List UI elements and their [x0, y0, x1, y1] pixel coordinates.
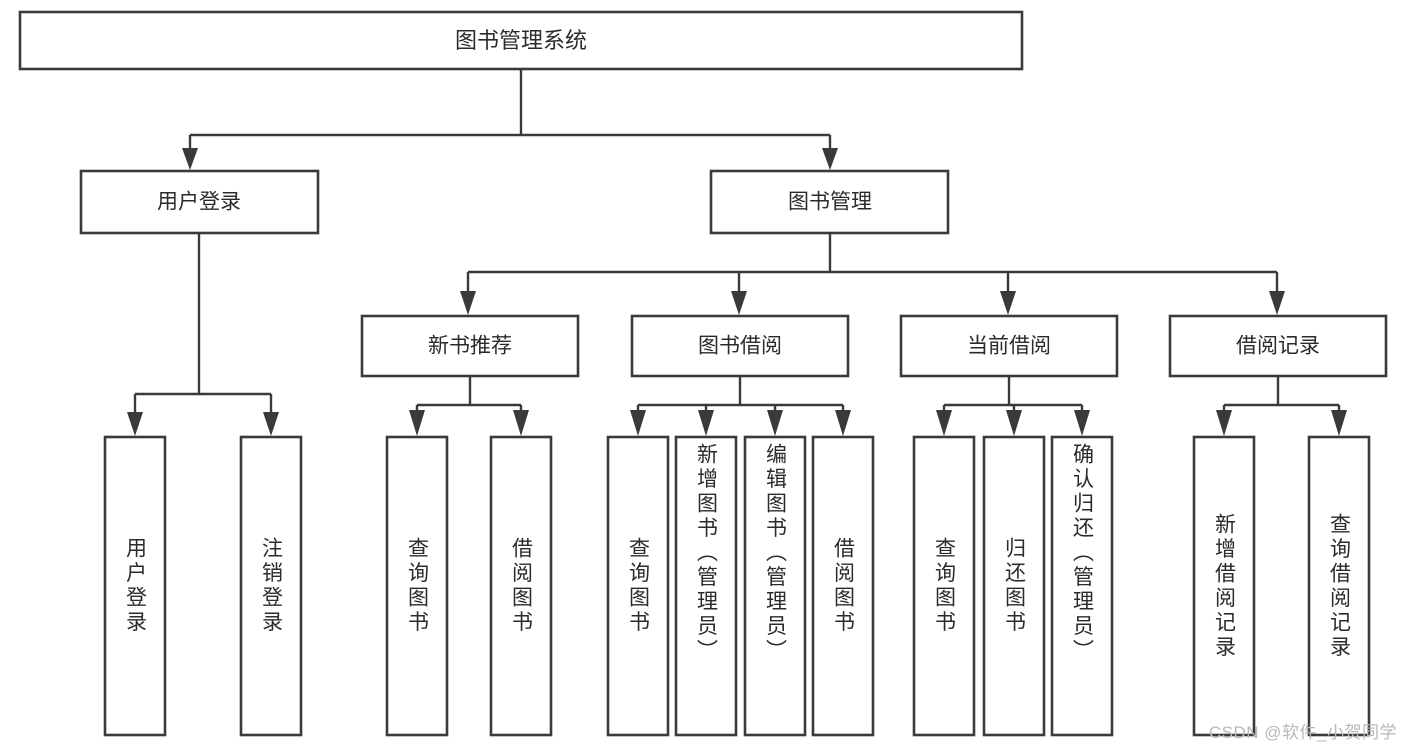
leaf-box-br-query-record[interactable] [1307, 435, 1371, 737]
leaf-boxes-new-book-recommend [385, 435, 553, 737]
connector-group-book-borrow [630, 376, 851, 436]
csdn-watermark: CSDN @软件_小贺同学 [1208, 723, 1397, 742]
node-book-manage-box[interactable] [709, 169, 950, 235]
arrow-head-user-login [182, 148, 198, 170]
leaf-box-nb-borrow-book[interactable] [489, 435, 553, 737]
node-user-login[interactable]: 用户登录 [79, 169, 320, 235]
node-borrow-record-box[interactable] [1168, 314, 1388, 378]
leaf-box-logout[interactable] [239, 435, 303, 737]
leaf-box-nb-query-book[interactable] [385, 435, 449, 737]
arrow-head-book-borrow [731, 291, 747, 315]
connector-group-book-manage [460, 233, 1285, 315]
leaf-box-bb-add-book[interactable] [674, 435, 738, 737]
arrow-head-current-borrow [1000, 291, 1016, 315]
leaf-boxes-user-login [103, 435, 303, 737]
leaf-box-bb-edit-book[interactable] [743, 435, 807, 737]
leaf-boxes-borrow-record [1192, 435, 1371, 737]
arrow-head-bb-leaf-2 [698, 410, 714, 436]
node-new-book-recommend[interactable]: 新书推荐 [360, 314, 580, 378]
node-book-borrow[interactable]: 图书借阅 [630, 314, 850, 378]
node-new-book-recommend-box[interactable] [360, 314, 580, 378]
node-root-box[interactable] [18, 10, 1024, 71]
node-current-borrow-label: 当前借阅 [967, 335, 1051, 358]
leaf-box-cb-return-book[interactable] [982, 435, 1046, 737]
node-root[interactable]: 图书管理系统 [18, 10, 1024, 71]
leaf-box-bb-borrow-book[interactable] [811, 435, 875, 737]
connector-group-borrow-record [1216, 376, 1347, 436]
leaf-box-cb-query-book[interactable] [912, 435, 976, 737]
leaf-box-bb-query-book[interactable] [606, 435, 670, 737]
leaf-box-br-add-record[interactable] [1192, 435, 1256, 737]
arrow-head-nb-leaf-2 [513, 410, 529, 436]
arrow-head-new-book [460, 291, 476, 315]
node-book-borrow-label: 图书借阅 [698, 335, 782, 358]
node-book-manage-label: 图书管理 [788, 191, 872, 214]
connector-group-new-book [409, 376, 529, 436]
node-book-borrow-box[interactable] [630, 314, 850, 378]
connector-group-user-login [127, 233, 279, 436]
node-user-login-box[interactable] [79, 169, 320, 235]
arrow-head-cb-leaf-1 [936, 410, 952, 436]
connector-group-root [182, 69, 838, 170]
arrow-head-leaf-user-login [127, 412, 143, 436]
arrow-head-br-leaf-2 [1331, 410, 1347, 436]
arrow-head-nb-leaf-1 [409, 410, 425, 436]
arrow-head-leaf-logout [263, 412, 279, 436]
arrow-head-book-manage [822, 148, 838, 170]
leaf-boxes-book-borrow [606, 435, 875, 737]
node-new-book-recommend-label: 新书推荐 [428, 335, 512, 358]
arrow-head-borrow-record [1269, 291, 1285, 315]
arrow-head-bb-leaf-1 [630, 410, 646, 436]
node-current-borrow-box[interactable] [899, 314, 1119, 378]
connector-group-current-borrow [936, 376, 1090, 436]
arrow-head-cb-leaf-3 [1074, 410, 1090, 436]
arrow-head-cb-leaf-2 [1006, 410, 1022, 436]
arrow-head-bb-leaf-4 [835, 410, 851, 436]
node-borrow-record-label: 借阅记录 [1236, 335, 1320, 358]
leaf-box-cb-confirm-return[interactable] [1050, 435, 1114, 737]
leaf-boxes-current-borrow [912, 435, 1114, 737]
node-borrow-record[interactable]: 借阅记录 [1168, 314, 1388, 378]
node-user-login-label: 用户登录 [157, 191, 241, 214]
leaf-box-user-login[interactable] [103, 435, 167, 737]
node-root-label: 图书管理系统 [455, 28, 587, 53]
node-current-borrow[interactable]: 当前借阅 [899, 314, 1119, 378]
arrow-head-bb-leaf-3 [767, 410, 783, 436]
node-book-manage[interactable]: 图书管理 [709, 169, 950, 235]
arrow-head-br-leaf-1 [1216, 410, 1232, 436]
